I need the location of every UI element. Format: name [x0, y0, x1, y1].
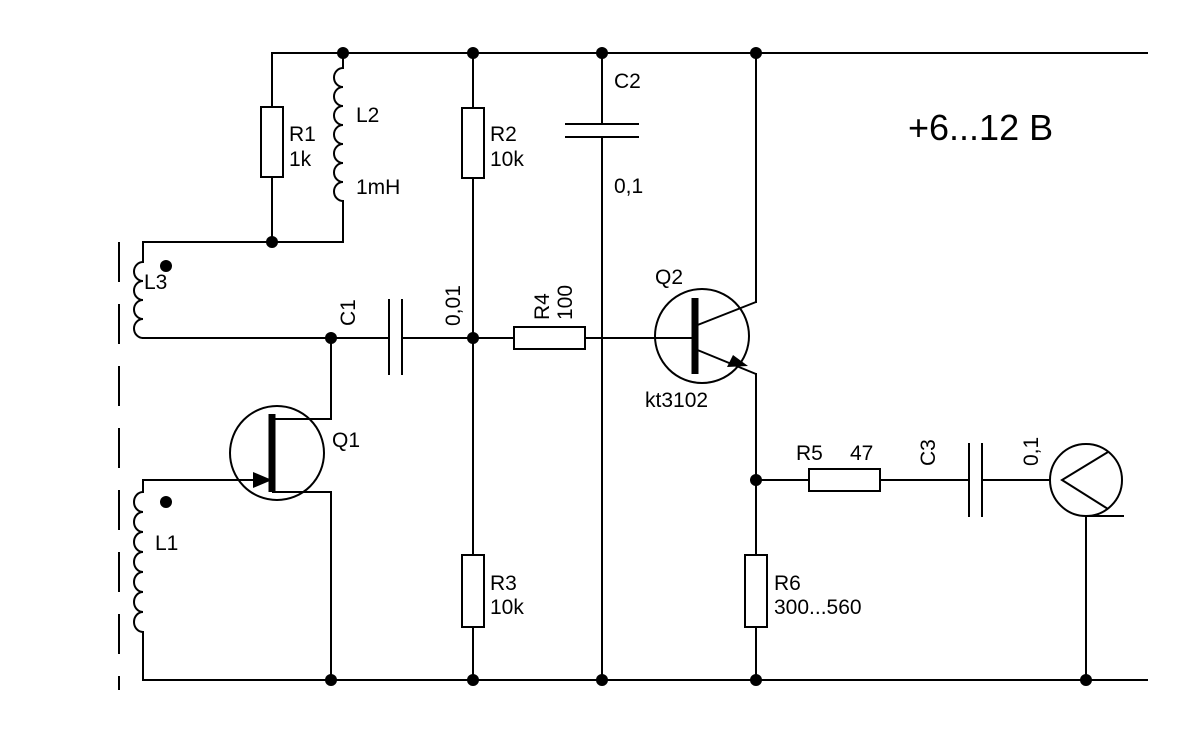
r5-resistor	[808, 468, 881, 492]
l3-ref-label: L3	[144, 271, 167, 294]
c2-ref-label: C2	[614, 70, 641, 93]
l3-inductor	[133, 241, 144, 339]
c1-value-label: 0,01	[442, 285, 465, 326]
r4-ref-label: R4	[531, 293, 554, 320]
q1-ref-label: Q1	[332, 429, 360, 452]
r3-ref-label: R3	[490, 572, 517, 595]
l3-winding-dot	[160, 260, 172, 272]
c1-ref-label: C1	[337, 299, 360, 326]
q2-ref-label: Q2	[655, 266, 683, 289]
r3-value-label: 10k	[490, 596, 524, 619]
r6-value-label: 300...560	[774, 596, 862, 619]
l1-winding-dot	[160, 496, 172, 508]
r5-value-label: 47	[850, 442, 873, 465]
r6-resistor	[744, 554, 768, 681]
r1-ref-label: R1	[289, 123, 316, 146]
r2-ref-label: R2	[490, 123, 517, 146]
supply-voltage-label: +6...12 B	[908, 107, 1053, 148]
r4-value-label: 100	[554, 285, 577, 320]
c2-capacitor	[565, 52, 639, 681]
output-connector	[1049, 443, 1124, 681]
c2-value-label: 0,1	[614, 175, 643, 198]
l2-ref-label: L2	[356, 104, 379, 127]
q1-transistor	[143, 337, 332, 681]
l2-inductor	[333, 52, 344, 243]
r3-resistor	[461, 554, 485, 681]
r1-resistor	[260, 52, 284, 243]
junction-dots	[266, 47, 1092, 686]
r2-value-label: 10k	[490, 148, 524, 171]
c3-capacitor	[968, 443, 983, 517]
c3-ref-label: C3	[917, 439, 940, 466]
q2-part-label: kt3102	[645, 389, 708, 412]
q2-transistor	[654, 52, 757, 556]
c3-value-label: 0,1	[1020, 437, 1043, 466]
r1-value-label: 1k	[289, 148, 312, 171]
r6-ref-label: R6	[774, 572, 801, 595]
l2-value-label: 1mH	[356, 176, 400, 199]
c1-capacitor	[388, 299, 403, 375]
l1-inductor	[133, 479, 144, 681]
r5-ref-label: R5	[796, 442, 823, 465]
r2-resistor	[461, 52, 485, 556]
r4-resistor	[513, 326, 586, 350]
l1-ref-label: L1	[155, 532, 178, 555]
